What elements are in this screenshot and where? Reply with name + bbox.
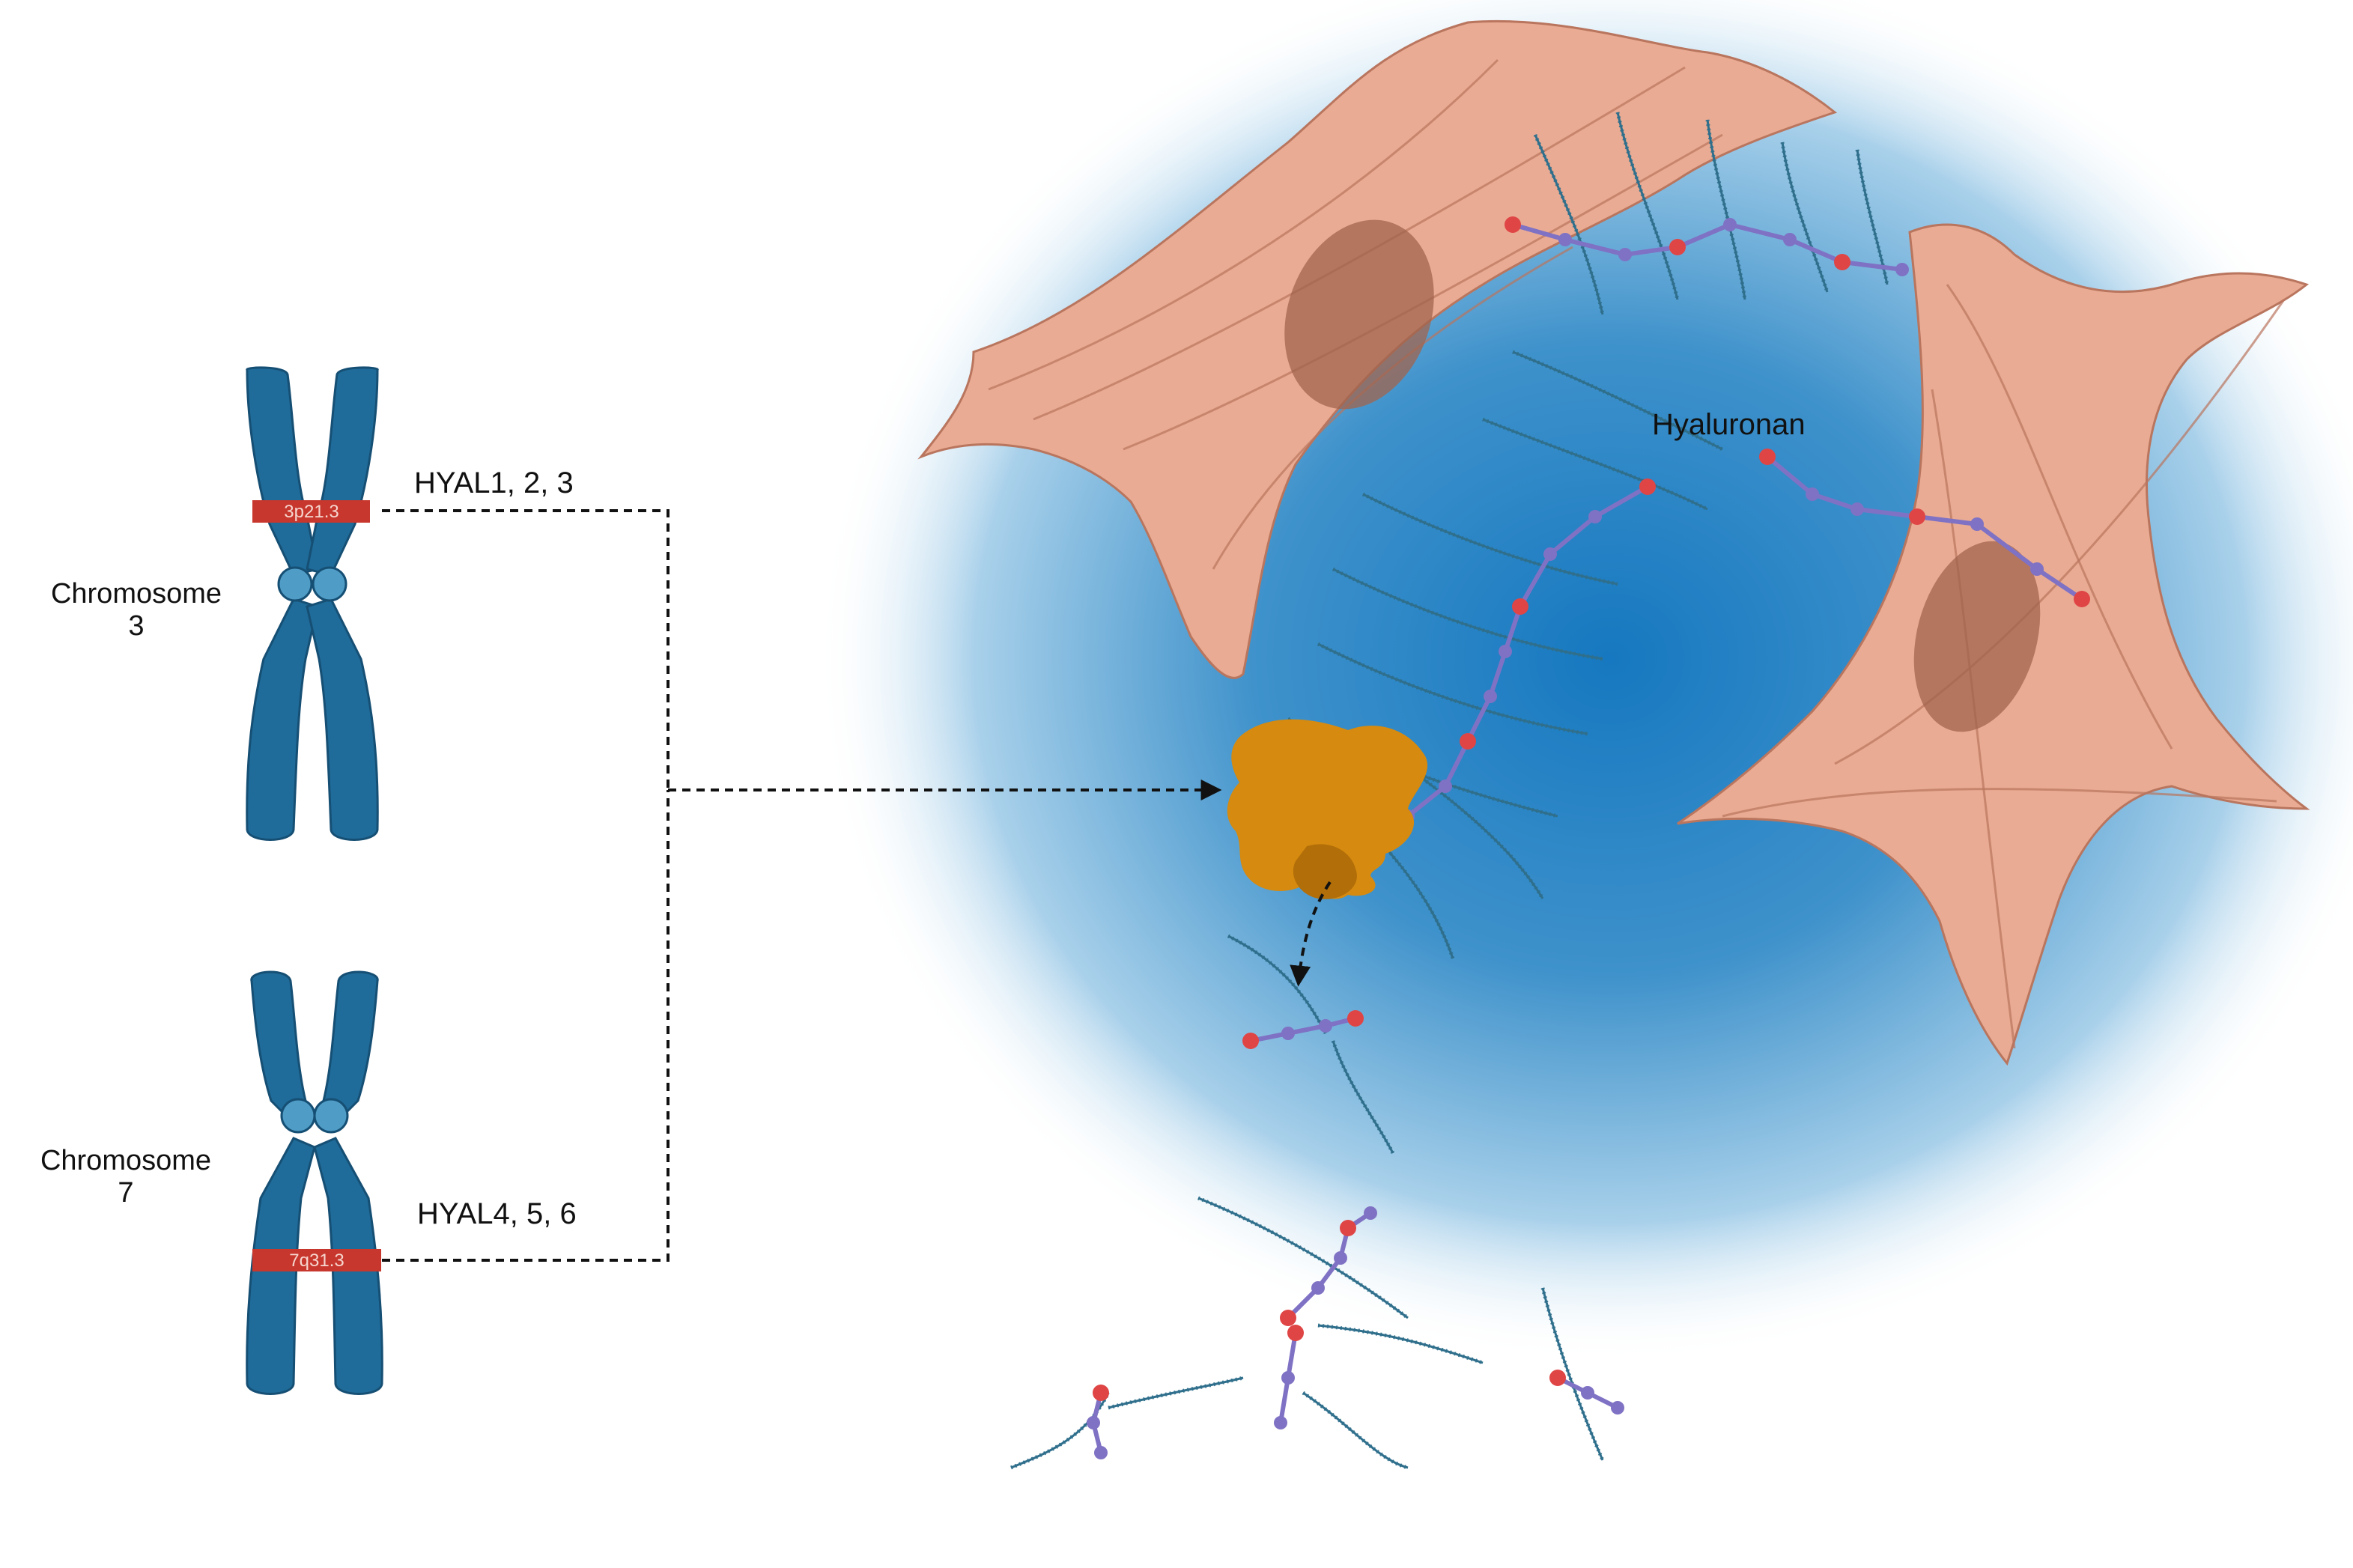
- hyaluronan-bead: [1087, 1416, 1100, 1429]
- enzyme-lobe: [1293, 844, 1357, 899]
- hyaluronan-bead: [1588, 510, 1602, 523]
- hyaluronan-bead: [1460, 733, 1476, 750]
- hyaluronan-bead: [1093, 1385, 1109, 1401]
- hyaluronan-bead: [1505, 216, 1521, 233]
- hyaluronan-bead: [1618, 248, 1632, 261]
- cell-nucleus-icon: [1284, 219, 1434, 410]
- hyaluronan-bead: [1094, 1446, 1108, 1459]
- hyaluronan-bead: [1723, 218, 1737, 231]
- hyaluronan-chain-icon: [1250, 1016, 1356, 1043]
- cell-fiber: [1722, 788, 2277, 818]
- enzyme-body: [1227, 719, 1428, 899]
- hyaluronan-bead: [1669, 239, 1686, 255]
- cell-nucleus-icon: [1913, 541, 2041, 732]
- chromosome-3-name: Chromosome: [51, 578, 222, 610]
- hyaluronan-bead: [1340, 1220, 1356, 1236]
- hyaluronan-bead: [1287, 1325, 1304, 1341]
- hyaluronan-bead: [2074, 591, 2090, 607]
- hyaluronan-bead: [1759, 449, 1776, 465]
- band-7q31-3: [252, 1249, 381, 1271]
- hyaluronan-strand: [1482, 418, 1708, 511]
- hyaluronan-strand: [1302, 1391, 1409, 1469]
- fibroblast-cells: [917, 19, 2310, 1066]
- chromosome-7-name: Chromosome: [40, 1145, 211, 1176]
- band-label-3: 3p21.3: [284, 502, 338, 522]
- cleavage-arrow: [1290, 881, 1332, 987]
- hyaluronan-bead: [1281, 1027, 1295, 1040]
- chromosome-3-number: 3: [128, 610, 144, 642]
- hyaluronan-bead: [1499, 645, 1512, 658]
- hyaluronan-strand: [1197, 1197, 1409, 1319]
- hyaluronan-bead: [1347, 1010, 1364, 1027]
- hyaluronan-strand: [1422, 777, 1544, 899]
- hyaluronan-bead: [1581, 1386, 1594, 1400]
- hyaluronan-chain-icon: [1512, 222, 1903, 272]
- chromosome-7: 7q31.3 Chromosome 7 HYAL4, 5, 6: [40, 970, 577, 1395]
- hyaluronan-bead: [1806, 487, 1819, 501]
- hyaluronan-bead: [1319, 1019, 1332, 1033]
- hyaluronidase-enzyme-icon: [1227, 719, 1428, 899]
- hyaluronan-strand: [1227, 935, 1327, 1034]
- hyaluronan-bead: [1364, 1206, 1377, 1220]
- hyaluronan-strand: [1534, 134, 1604, 315]
- hyaluronan-strand: [1781, 142, 1829, 293]
- hyaluronan-bead: [1274, 1416, 1287, 1429]
- chromosome-3: 3p21.3 Chromosome 3 HYAL1, 2, 3: [51, 366, 574, 841]
- hyaluronan-strand: [1332, 568, 1603, 660]
- connector-chromosome-3: [382, 509, 670, 790]
- hyaluronan-bead: [1549, 1370, 1566, 1386]
- hyaluronan-strand: [1706, 119, 1746, 300]
- hyaluronan-chain-icon: [1369, 484, 1649, 833]
- gene-connectors: [382, 509, 1332, 1262]
- connector-chromosome-7: [382, 790, 670, 1262]
- hyaluronan-bead: [1611, 1401, 1624, 1414]
- hyaluronan-bead: [1558, 233, 1572, 246]
- hyaluronan-bead: [1334, 1251, 1347, 1265]
- hyaluronan-network: [1010, 112, 2090, 1470]
- hyaluronan-bead: [1639, 478, 1656, 495]
- hyaluronan-bead: [1439, 780, 1452, 793]
- hyaluronan-bead: [1850, 502, 1864, 516]
- hyaluronan-bead: [1543, 547, 1557, 561]
- hyaluronan-bead: [1484, 690, 1497, 703]
- hyaluronan-bead: [1311, 1281, 1325, 1295]
- cell-fiber: [1946, 284, 2173, 750]
- hyaluronan-bead: [1280, 1310, 1296, 1326]
- hyaluronan-bead: [1909, 508, 1925, 525]
- hyaluronan-strand: [1362, 493, 1618, 586]
- cell-fiber: [988, 58, 1499, 391]
- genes-hyal-4-5-6: HYAL4, 5, 6: [417, 1197, 577, 1230]
- hyaluronan-bead: [1783, 233, 1797, 246]
- hyaluronan-bead: [1834, 254, 1850, 270]
- hyaluronan-label: Hyaluronan: [1652, 408, 1806, 441]
- hyaluronan-bead: [1970, 517, 1984, 531]
- hyaluronan-bead: [1242, 1033, 1259, 1049]
- hyaluronan-strand: [1010, 1392, 1110, 1469]
- hyaluronan-strand: [1541, 1287, 1604, 1461]
- hyaluronan-strand: [1317, 1324, 1484, 1364]
- hyaluronan-strand: [1512, 350, 1723, 451]
- hyaluronan-strand: [1856, 149, 1889, 285]
- chromosome-7-number: 7: [118, 1177, 133, 1209]
- hyaluronan-bead: [1281, 1371, 1295, 1385]
- hyaluronan-strand: [1317, 642, 1588, 735]
- hyaluronan-strand: [1108, 1376, 1244, 1409]
- band-3p21-3: [252, 500, 370, 523]
- hyaluronan-strand: [1616, 112, 1679, 300]
- genes-hyal-1-2-3: HYAL1, 2, 3: [414, 467, 574, 499]
- hyaluronan-bead: [1895, 263, 1909, 276]
- hyaluronan-bead: [2030, 562, 2044, 576]
- chromosome-icon: [246, 970, 383, 1395]
- chromosome-icon: [246, 366, 379, 841]
- hyaluronan-strand: [1332, 1040, 1394, 1154]
- band-label-7: 7q31.3: [289, 1251, 344, 1271]
- hyaluronan-bead: [1512, 598, 1528, 615]
